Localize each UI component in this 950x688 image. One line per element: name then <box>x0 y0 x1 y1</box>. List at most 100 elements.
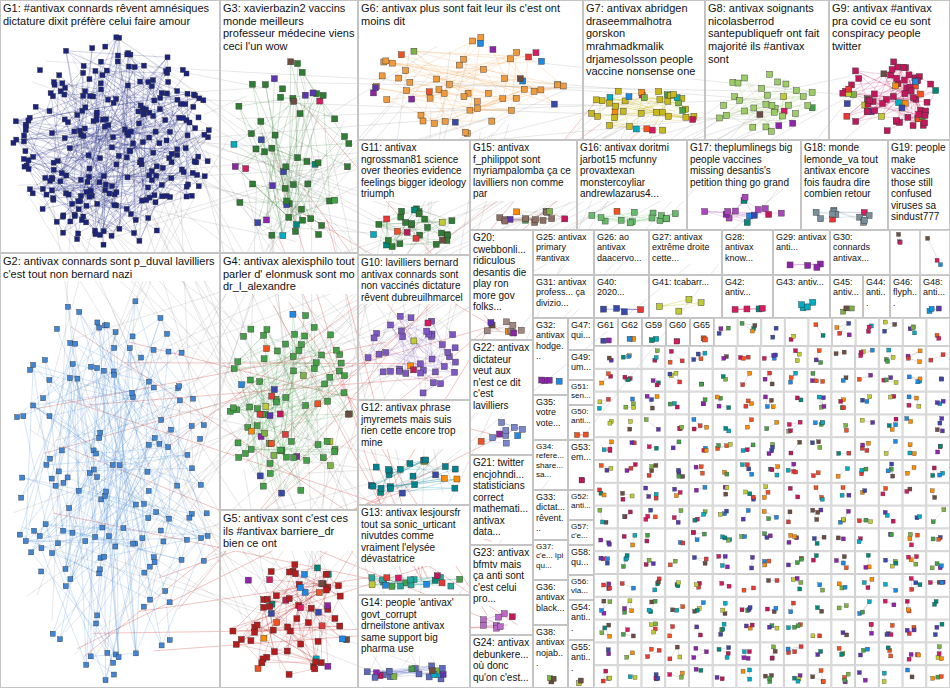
group-cell <box>713 483 736 505</box>
vertex-icon <box>893 322 897 326</box>
vertex-icon <box>654 496 658 500</box>
vertex-icon <box>933 633 937 637</box>
vertex-link <box>66 51 143 114</box>
vertex-icon <box>696 352 700 356</box>
vertex-icon <box>631 586 635 590</box>
vertex-icon <box>106 97 111 102</box>
vertex-icon <box>837 451 841 455</box>
vertex-icon <box>195 172 200 177</box>
vertex-icon <box>847 451 851 455</box>
vertex-icon <box>704 557 708 561</box>
vertex-link <box>100 86 152 235</box>
group-cell <box>832 461 855 483</box>
vertex-icon <box>101 229 106 234</box>
group-cell <box>642 461 665 483</box>
group-cell <box>618 529 641 551</box>
vertex-icon <box>159 91 164 96</box>
vertex-icon <box>939 675 943 679</box>
vertex-icon <box>608 586 612 590</box>
vertex-icon <box>822 404 826 408</box>
vertex-icon <box>154 228 159 233</box>
vertex-icon <box>918 360 922 364</box>
vertex-icon <box>892 603 896 607</box>
vertex-icon <box>763 674 767 678</box>
group-cell <box>856 438 879 460</box>
vertex-icon <box>886 359 890 363</box>
vertex-icon <box>907 403 911 407</box>
vertex-icon <box>886 469 890 473</box>
vertex-icon <box>646 514 650 518</box>
vertex-icon <box>646 655 650 659</box>
vertex-icon <box>795 396 799 400</box>
vertex-icon <box>699 465 703 469</box>
vertex-link <box>145 103 377 353</box>
vertex-icon <box>820 421 824 425</box>
vertex-link <box>328 197 391 231</box>
vertex-link <box>130 118 179 152</box>
vertex-icon <box>746 656 750 660</box>
group-cell <box>784 483 807 505</box>
vertex-icon <box>938 473 942 477</box>
group-cell <box>903 461 926 483</box>
vertex-link <box>148 82 198 186</box>
group-cell <box>713 506 736 528</box>
vertex-icon <box>149 169 154 174</box>
vertex-icon <box>795 576 799 580</box>
vertex-icon <box>930 489 934 493</box>
vertex-icon <box>843 678 847 682</box>
vertex-icon <box>914 581 918 585</box>
vertex-icon <box>623 610 627 614</box>
vertex-link <box>206 151 325 331</box>
group-cell <box>808 529 831 551</box>
vertex-icon <box>798 420 802 424</box>
vertex-icon <box>724 377 728 381</box>
vertex-icon <box>603 626 607 630</box>
group-cell <box>927 529 950 551</box>
group-cell <box>618 643 641 665</box>
vertex-icon <box>100 117 105 122</box>
vertex-icon <box>860 418 864 422</box>
group-cell <box>879 620 902 642</box>
vertex-icon <box>668 563 672 567</box>
vertex-icon <box>786 468 790 472</box>
vertex-icon <box>890 462 894 466</box>
group-cell <box>713 415 736 437</box>
vertex-icon <box>650 406 654 410</box>
group-cell <box>689 438 712 460</box>
vertex-icon <box>884 486 888 490</box>
group-cell <box>713 529 736 551</box>
group-cell <box>713 347 736 369</box>
vertex-icon <box>928 581 932 585</box>
vertex-icon <box>65 120 70 125</box>
group-cell <box>784 392 807 414</box>
vertex-icon <box>100 73 105 78</box>
vertex-icon <box>866 441 870 445</box>
vertex-icon <box>938 445 942 449</box>
group-cell <box>761 597 784 619</box>
vertex-icon <box>608 600 612 604</box>
vertex-icon <box>776 465 780 469</box>
vertex-icon <box>102 124 107 129</box>
vertex-icon <box>799 557 803 561</box>
vertex-icon <box>677 440 681 444</box>
group-cell <box>642 506 665 528</box>
vertex-icon <box>813 421 817 425</box>
vertex-icon <box>33 104 38 109</box>
group-cell <box>595 666 618 688</box>
vertex-icon <box>600 381 604 385</box>
vertex-icon <box>720 581 724 585</box>
vertex-icon <box>165 55 170 60</box>
vertex-icon <box>168 129 173 134</box>
vertex-icon <box>811 634 815 638</box>
group-cell <box>738 319 761 346</box>
group-cell <box>761 620 784 642</box>
group-cell <box>879 666 902 688</box>
group-cell <box>618 483 641 505</box>
group-cell <box>784 597 807 619</box>
group-cell <box>903 597 926 619</box>
group-cell <box>903 415 926 437</box>
group-cell <box>856 575 879 597</box>
vertex-icon <box>702 402 706 406</box>
vertex-icon <box>908 537 912 541</box>
vertex-link <box>89 197 126 209</box>
